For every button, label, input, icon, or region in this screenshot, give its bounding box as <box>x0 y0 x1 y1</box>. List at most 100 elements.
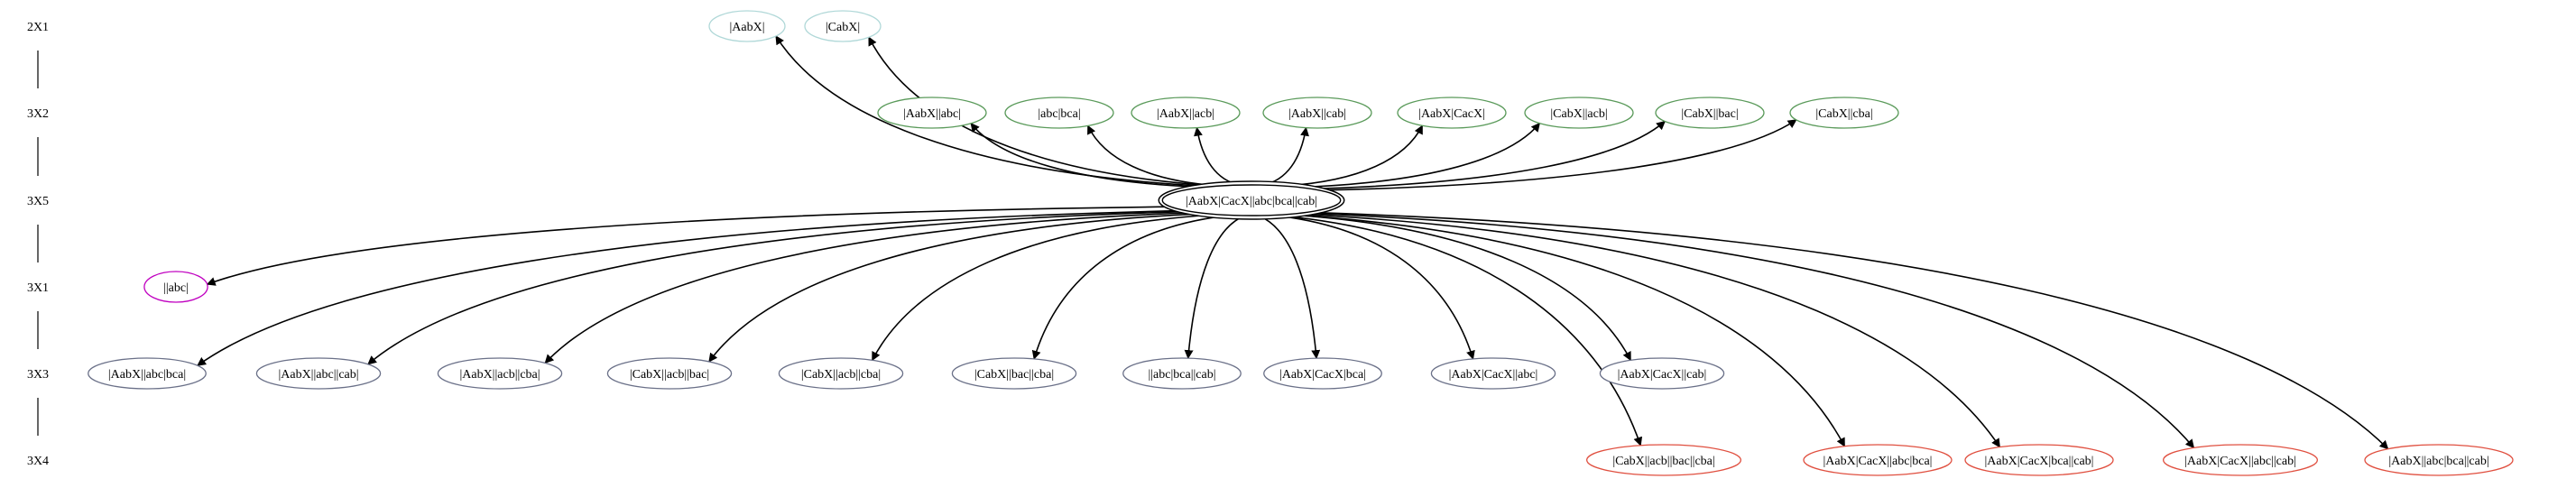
rank-label-3x1: 3X1 <box>27 281 49 295</box>
edge-center-to-r6_2 <box>1285 213 1846 447</box>
node-label: |AabX|CacX||abc|bca||cab| <box>1186 195 1317 208</box>
node-ellipse <box>1262 97 1372 129</box>
node-label: |CabX||bac| <box>1681 107 1738 121</box>
node-ellipse <box>1524 97 1634 129</box>
graph-node-r5-10[interactable]: |AabX|CacX||cab| <box>1599 357 1725 390</box>
node-label: |abc|bca| <box>1038 107 1080 121</box>
edge-center-to-r5_6 <box>1031 214 1232 360</box>
graph-node-aabx-acb[interactable]: |AabX||acb| <box>1131 97 1241 129</box>
node-label: |AabX|CacX||abc| <box>1449 368 1538 382</box>
node-ellipse <box>1586 444 1742 476</box>
node-label: |AabX| <box>729 21 764 34</box>
edge-center-to-aabx_cab <box>1262 126 1309 186</box>
node-label: |AabX||abc|bca| <box>108 368 186 382</box>
graph-node-abc-bca[interactable]: |abc|bca| <box>1004 97 1114 129</box>
node-label: |AabX|CacX||abc|bca| <box>1824 455 1933 468</box>
node-ellipse <box>1263 357 1382 390</box>
graph-node-r6-5[interactable]: |AabX||abc|bca||cab| <box>2364 444 2514 476</box>
graph-node-cabx-cba[interactable]: |CabX||cba| <box>1789 97 1899 129</box>
edge-center-to-aabx <box>775 35 1212 188</box>
node-ellipse <box>951 357 1077 390</box>
edge-center-to-aabx_abc <box>970 123 1205 189</box>
graph-node-cabx-bac[interactable]: |CabX||bac| <box>1655 97 1765 129</box>
graph-node-aabx-cacx[interactable]: |AabX|CacX| <box>1397 97 1507 129</box>
node-ellipse <box>1397 97 1507 129</box>
graph-node-r6-4[interactable]: |AabX|CacX||abc||cab| <box>2162 444 2318 476</box>
node-ellipse <box>1430 357 1556 390</box>
node-label: |AabX||abc| <box>903 107 961 121</box>
node-ellipse <box>1655 97 1765 129</box>
graph-node-r5-7[interactable]: ||abc|bca||cab| <box>1122 357 1242 390</box>
edge-center-to-r5_9 <box>1271 214 1475 360</box>
node-outer-ellipse <box>1158 180 1345 220</box>
node-ellipse <box>1789 97 1899 129</box>
node-ellipse <box>606 357 733 390</box>
node-ellipse <box>1964 444 2114 476</box>
edge-center-to-cabx_bac <box>1311 120 1666 190</box>
node-label: |AabX||abc||cab| <box>278 368 358 382</box>
node-label: |AabX||acb||cba| <box>459 368 540 382</box>
edges-layer <box>197 35 2389 450</box>
node-label: |CabX||acb||bac| <box>630 368 709 382</box>
rank-label-2x1: 2X1 <box>27 21 49 34</box>
node-ellipse <box>88 357 207 390</box>
node-label: ||abc| <box>163 281 189 295</box>
edge-center-to-r6_1 <box>1274 214 1643 447</box>
edge-center-to-r5_10 <box>1285 213 1631 362</box>
node-ellipse <box>1131 97 1241 129</box>
node-label: |AabX|CacX|bca||cab| <box>1985 455 2094 468</box>
edge-center-to-r6_5 <box>1306 211 2389 450</box>
graph-node-center[interactable]: |AabX|CacX||abc|bca||cab| <box>1158 180 1345 220</box>
edge-center-to-abc_bca <box>1086 124 1221 187</box>
node-label: |CabX||acb||cba| <box>801 368 881 382</box>
node-ellipse <box>2162 444 2318 476</box>
node-ellipse <box>804 10 882 42</box>
graph-node-r5-9[interactable]: |AabX|CacX||abc| <box>1430 357 1556 390</box>
node-ellipse <box>1803 444 1953 476</box>
graph-node-r6-1[interactable]: |CabX||acb||bac||cba| <box>1586 444 1742 476</box>
node-label: ||abc|bca||cab| <box>1148 368 1215 382</box>
graph-node-r6-3[interactable]: |AabX|CacX|bca||cab| <box>1964 444 2114 476</box>
edge-center-to-abc <box>206 206 1171 286</box>
edge-center-to-cabx_acb <box>1299 122 1540 189</box>
node-label: |AabX||cab| <box>1288 107 1346 121</box>
node-ellipse <box>708 10 786 42</box>
edge-center-to-aabx_acb <box>1194 126 1241 186</box>
edge-center-to-r6_4 <box>1300 212 2195 449</box>
rank-label-3x3: 3X3 <box>27 368 49 382</box>
edge-center-to-r5_7 <box>1184 215 1246 360</box>
graph-node-r5-8[interactable]: |AabX|CacX|bca| <box>1263 357 1382 390</box>
edge-center-to-cabx_cba <box>1318 119 1797 191</box>
edge-center-to-r5_4 <box>708 212 1207 363</box>
node-label: |AabX|CacX| <box>1418 107 1485 121</box>
node-label: |AabX|CacX|bca| <box>1279 368 1366 382</box>
graph-node-r5-6[interactable]: |CabX||bac||cba| <box>951 357 1077 390</box>
edge-center-to-r5_8 <box>1257 215 1321 360</box>
graph-node-aabx-abc[interactable]: |AabX||abc| <box>877 97 987 129</box>
node-ellipse <box>437 357 563 390</box>
graph-node-r5-1[interactable]: |AabX||abc|bca| <box>88 357 207 390</box>
graph-node-r5-4[interactable]: |CabX||acb||bac| <box>606 357 733 390</box>
node-label: |CabX||acb||bac||cba| <box>1612 455 1714 468</box>
graph-node-r6-2[interactable]: |AabX|CacX||abc|bca| <box>1803 444 1953 476</box>
rank-label-3x5: 3X5 <box>27 195 49 208</box>
node-ellipse <box>2364 444 2514 476</box>
node-ellipse <box>1599 357 1725 390</box>
graph-node-r5-3[interactable]: |AabX||acb||cba| <box>437 357 563 390</box>
node-label: |CabX| <box>826 21 860 34</box>
graph-node-abc[interactable]: ||abc| <box>143 271 208 303</box>
graph-node-r5-2[interactable]: |AabX||abc||cab| <box>255 357 382 390</box>
graph-node-r5-5[interactable]: |CabX||acb||cba| <box>778 357 904 390</box>
graph-node-aabx-cab[interactable]: |AabX||cab| <box>1262 97 1372 129</box>
node-ellipse <box>1161 184 1342 216</box>
node-ellipse <box>1004 97 1114 129</box>
node-label: |AabX||abc|bca||cab| <box>2388 455 2488 468</box>
graph-node-aabx[interactable]: |AabX| <box>708 10 786 42</box>
rank-label-3x4: 3X4 <box>27 455 49 468</box>
edge-center-to-aabx_cacx <box>1284 124 1424 187</box>
node-ellipse <box>778 357 904 390</box>
edge-center-to-r5_3 <box>544 211 1198 364</box>
graph-node-cabx-acb[interactable]: |CabX||acb| <box>1524 97 1634 129</box>
graph-node-cabx[interactable]: |CabX| <box>804 10 882 42</box>
